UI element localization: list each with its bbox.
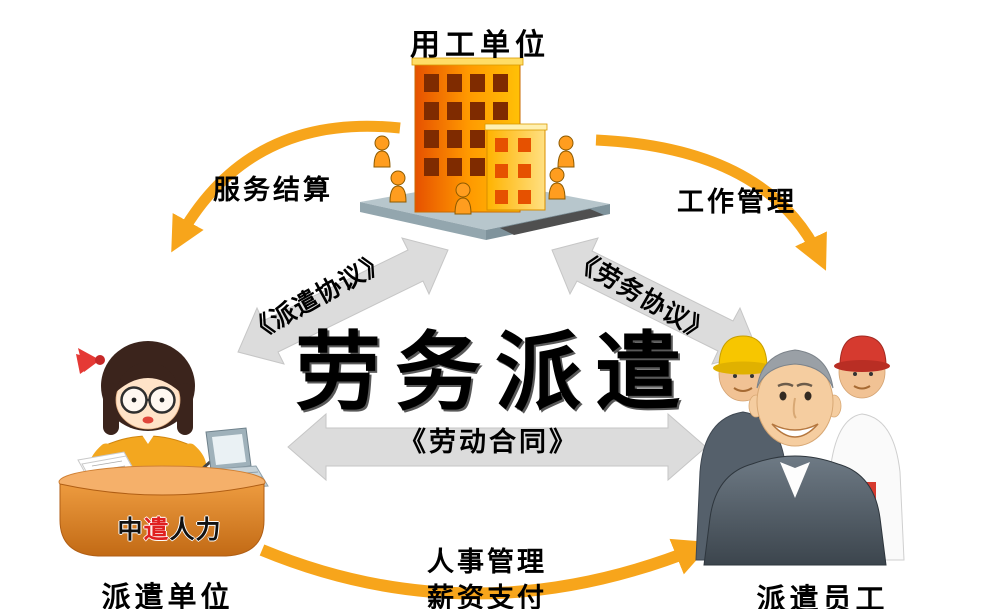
desk-sign: 中遣人力 xyxy=(102,510,237,546)
desk-sign-part3: 人力 xyxy=(169,516,222,544)
dispatched-staff-illustration xyxy=(695,335,905,566)
diagram-title: 劳务派遣 xyxy=(295,322,695,423)
personnel-salary-arrow xyxy=(259,538,713,600)
salary-payment-label: 薪资支付 xyxy=(427,583,547,609)
desk-sign-part2: 遣 xyxy=(143,516,170,544)
employer-label: 用工单位 xyxy=(410,29,550,62)
work-management-arrow xyxy=(595,134,827,271)
dispatch-agreement-arrow xyxy=(237,237,449,365)
dispatched-staff-label: 派遣员工 xyxy=(756,584,889,609)
hair-bow xyxy=(76,348,105,374)
smile xyxy=(771,423,819,438)
labor-contract-label: 《劳动合同》 xyxy=(399,427,579,457)
side-tower xyxy=(484,123,548,211)
dispatch-unit-illustration xyxy=(58,341,269,557)
desk-sign-part1: 中 xyxy=(117,516,144,544)
gray-hair xyxy=(756,349,834,389)
dispatch-unit-label: 派遣单位 xyxy=(101,582,234,609)
personnel-management-label: 人事管理 xyxy=(427,547,547,577)
service-settlement-arrow xyxy=(171,120,401,253)
service-settlement-label: 服务结算 xyxy=(213,175,333,205)
work-management-label: 工作管理 xyxy=(677,187,797,217)
employer-building-illustration xyxy=(360,57,610,240)
desk xyxy=(58,465,266,557)
man-in-suit xyxy=(703,349,887,566)
